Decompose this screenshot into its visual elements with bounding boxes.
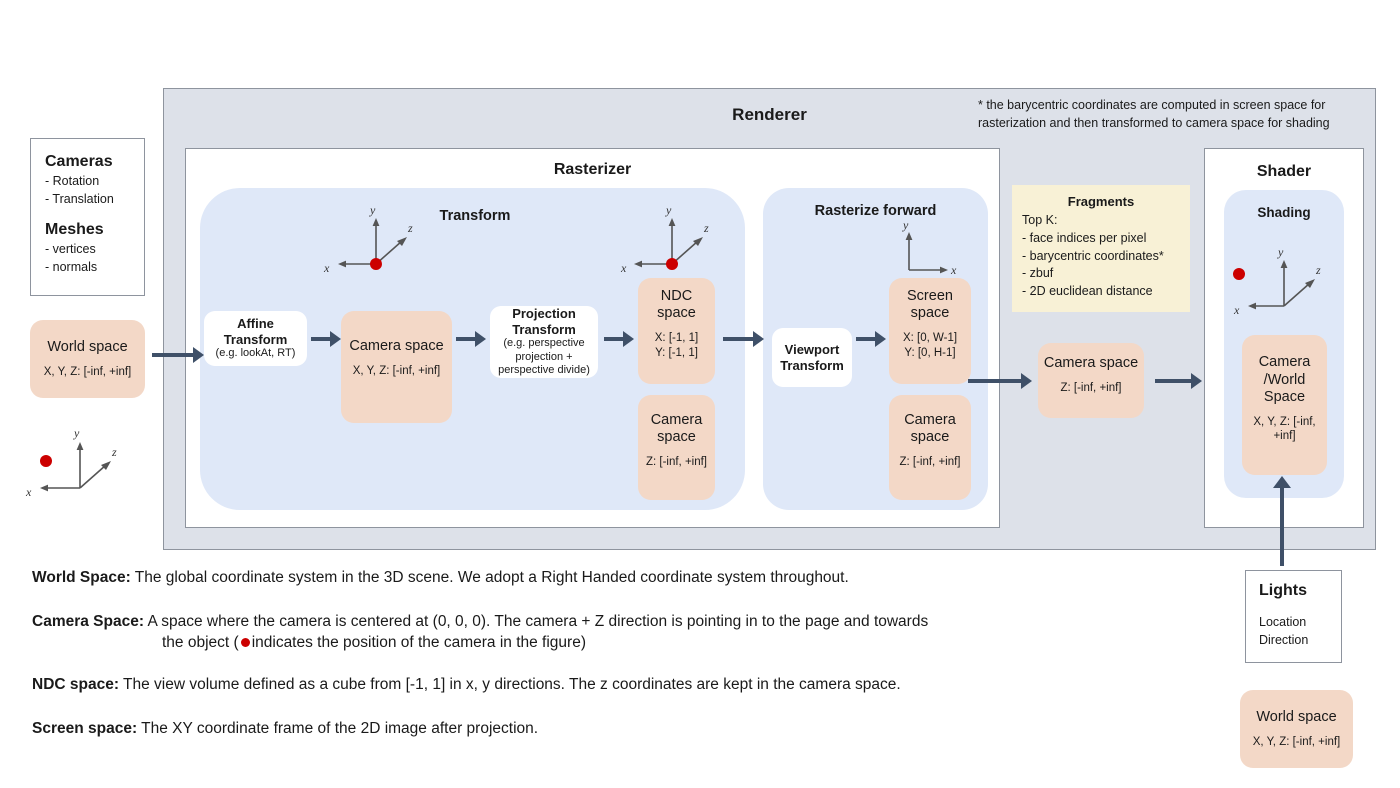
- shader-title: Shader: [1256, 163, 1312, 180]
- cameras-heading: Cameras: [45, 153, 113, 170]
- affine-transform-box: Affine Transform (e.g. lookAt, RT): [204, 311, 307, 366]
- arrow-cameraspace-to-projection: [456, 331, 486, 347]
- world-space-range: X, Y, Z: [-inf, +inf]: [43, 365, 132, 378]
- svg-text:y: y: [1277, 245, 1284, 259]
- screen-space-title: Screen space: [907, 288, 953, 322]
- camera-axes-icon-transform: y x z: [323, 203, 413, 275]
- svg-text:x: x: [323, 261, 330, 275]
- arrow-screen-to-fragments-camera: [968, 373, 1032, 389]
- camera-axes-icon-shading: y x z: [1233, 245, 1321, 317]
- svg-text:z: z: [703, 221, 709, 235]
- camera-world-space-title: Camera /World Space: [1258, 354, 1311, 405]
- definition-text-pre: the object (: [162, 633, 239, 651]
- camera-dot-icon: [240, 638, 250, 648]
- affine-transform-title: Affine Transform: [223, 316, 288, 347]
- definition-text: A space where the camera is centered at …: [147, 612, 929, 630]
- screen-axes-icon: y x: [902, 218, 957, 277]
- arrow-lights-to-shading-head: [1273, 476, 1291, 488]
- camera-space-box-transform: Camera space X, Y, Z: [-inf, +inf]: [341, 311, 452, 423]
- affine-transform-sub: (e.g. lookAt, RT): [215, 347, 296, 360]
- camera-space-box-ndc: Camera space Z: [-inf, +inf]: [638, 395, 715, 500]
- svg-text:y: y: [369, 203, 376, 217]
- lights-items: Location Direction: [1259, 615, 1309, 647]
- arrow-affine-to-cameraspace: [311, 331, 341, 347]
- definition-text: The global coordinate system in the 3D s…: [134, 569, 849, 586]
- ndc-space-box: NDC space X: [-1, 1] Y: [-1, 1]: [638, 278, 715, 384]
- fragments-title: Fragments: [1067, 194, 1135, 209]
- camera-space-screen-title: Camera space: [904, 411, 956, 445]
- fragments-box: Fragments Top K: - face indices per pixe…: [1012, 185, 1190, 312]
- fragments-items: Top K: - face indices per pixel - baryce…: [1022, 213, 1164, 298]
- projection-transform-sub: (e.g. perspective projection + perspecti…: [498, 337, 590, 377]
- definition-term: NDC space:: [32, 675, 119, 693]
- definition-text-post: indicates the position of the camera in …: [251, 633, 586, 651]
- definition-ndc-space: NDC space: The view volume defined as a …: [32, 675, 1152, 696]
- ndc-axes-icon: y x z: [620, 203, 709, 275]
- arrow-world-to-affine: [152, 347, 204, 363]
- definition-term: Camera Space:: [32, 612, 145, 630]
- svg-text:x: x: [25, 485, 32, 499]
- svg-text:y: y: [902, 218, 909, 232]
- world-space-lights-title: World space: [1256, 708, 1337, 725]
- definition-world-space: World Space: The global coordinate syste…: [32, 568, 1152, 589]
- arrow-ndc-to-viewport: [723, 331, 764, 347]
- camera-space-frag-title: Camera space: [1043, 355, 1139, 372]
- svg-text:z: z: [1315, 263, 1321, 277]
- projection-transform-box: Projection Transform (e.g. perspective p…: [490, 306, 598, 378]
- renderer-footnote: * the barycentric coordinates are comput…: [978, 98, 1330, 131]
- arrow-projection-to-ndc: [604, 331, 634, 347]
- cameras-items: - Rotation - Translation: [45, 174, 114, 207]
- rasterize-forward-title: Rasterize forward: [814, 203, 937, 219]
- ndc-space-title: NDC space: [657, 288, 696, 322]
- arrow-fragments-to-shader: [1155, 373, 1202, 389]
- world-space-box-lights: World space X, Y, Z: [-inf, +inf]: [1240, 690, 1353, 768]
- camera-space-title: Camera space: [349, 337, 444, 354]
- viewport-transform-box: Viewport Transform: [772, 328, 852, 387]
- transform-title: Transform: [439, 208, 511, 224]
- svg-text:x: x: [1233, 303, 1240, 317]
- svg-text:z: z: [111, 445, 117, 459]
- definition-camera-space-line2: the object ( indicates the position of th…: [32, 633, 1152, 654]
- definition-screen-space: Screen space: The XY coordinate frame of…: [32, 719, 1152, 740]
- camera-space-ndc-title: Camera space: [650, 411, 703, 445]
- world-space-title: World space: [47, 338, 128, 355]
- rasterizer-title: Rasterizer: [553, 161, 632, 178]
- svg-text:y: y: [73, 426, 80, 440]
- camera-space-box-fragments: Camera space Z: [-inf, +inf]: [1038, 343, 1144, 418]
- camera-world-space-box: Camera /World Space X, Y, Z: [-inf, +inf…: [1242, 335, 1327, 475]
- arrow-viewport-to-screen: [856, 331, 886, 347]
- svg-text:z: z: [407, 221, 413, 235]
- definition-text: The XY coordinate frame of the 2D image …: [141, 719, 539, 737]
- svg-text:y: y: [665, 203, 672, 217]
- definition-term: World Space:: [32, 569, 131, 586]
- arrow-lights-to-shading-shaft: [1280, 486, 1284, 566]
- camera-space-screen-range: Z: [-inf, +inf]: [899, 455, 961, 468]
- meshes-items: - vertices - normals: [45, 242, 98, 275]
- lights-heading: Lights: [1259, 582, 1307, 599]
- cameras-meshes-box: Cameras - Rotation - Translation Meshes …: [30, 138, 145, 296]
- camera-world-space-range: X, Y, Z: [-inf, +inf]: [1253, 415, 1316, 443]
- camera-space-frag-range: Z: [-inf, +inf]: [1060, 382, 1122, 395]
- definitions-list: World Space: The global coordinate syste…: [32, 568, 1152, 740]
- definition-term: Screen space:: [32, 719, 138, 737]
- camera-space-ndc-range: Z: [-inf, +inf]: [645, 455, 708, 468]
- ndc-space-range: X: [-1, 1] Y: [-1, 1]: [654, 332, 699, 359]
- camera-space-range: X, Y, Z: [-inf, +inf]: [352, 364, 441, 377]
- renderer-title: Renderer: [732, 105, 807, 124]
- svg-text:x: x: [950, 263, 957, 277]
- screen-space-range: X: [0, W-1] Y: [0, H-1]: [902, 332, 958, 359]
- definition-text: The view volume defined as a cube from […: [123, 675, 901, 693]
- world-space-lights-range: X, Y, Z: [-inf, +inf]: [1252, 735, 1341, 748]
- viewport-transform-title: Viewport Transform: [780, 341, 844, 373]
- lights-box: Lights Location Direction: [1245, 570, 1342, 663]
- world-space-box: World space X, Y, Z: [-inf, +inf]: [30, 320, 145, 398]
- shading-title: Shading: [1257, 205, 1311, 220]
- definition-camera-space: Camera Space: A space where the camera i…: [32, 612, 1152, 654]
- projection-transform-title: Projection Transform: [512, 306, 576, 337]
- svg-text:x: x: [620, 261, 627, 275]
- meshes-heading: Meshes: [45, 221, 104, 239]
- screen-space-box: Screen space X: [0, W-1] Y: [0, H-1]: [889, 278, 971, 384]
- camera-space-box-screen: Camera space Z: [-inf, +inf]: [889, 395, 971, 500]
- world-axes-icon: y x z: [25, 426, 117, 499]
